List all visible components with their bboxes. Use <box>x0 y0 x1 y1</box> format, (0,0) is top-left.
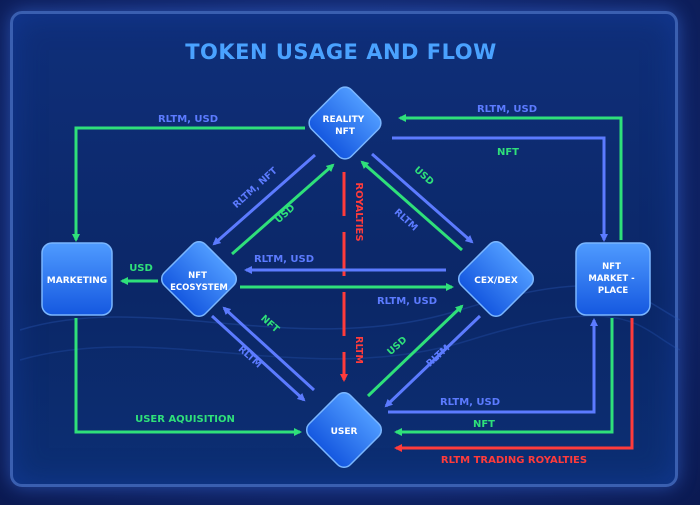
flow-label-royalties: ROYALTIES <box>353 182 364 241</box>
arrow-reality-to-marketplace <box>392 136 608 242</box>
arrow-ecosystem-to-reality <box>231 163 335 256</box>
node-marketing: MARKETING <box>41 242 113 316</box>
arrow-user-to-cex <box>366 304 464 398</box>
arrow-ecosystem-to-user <box>210 314 306 402</box>
node-label: REALITY NFT <box>323 115 368 137</box>
flow-label-rltm-nft: RLTM, NFT <box>231 165 280 211</box>
arrow-reality-to-marketing <box>72 126 305 242</box>
arrow-user-to-marketplace <box>388 318 598 414</box>
node-label: NFT ECOSYSTEM <box>170 271 228 293</box>
flow-label-top-left: RLTM, USD <box>158 114 218 125</box>
node-label: USER <box>331 427 358 437</box>
arrow-cex-to-user <box>384 314 482 408</box>
flow-label-trading-royalties: RLTM TRADING ROYALTIES <box>441 455 587 466</box>
arrow-reality-to-cex <box>371 152 474 244</box>
arrow-user-to-ecosystem <box>222 306 316 392</box>
node-label: MARKETING <box>47 276 107 286</box>
arrow-trading-royalties <box>394 318 634 452</box>
arrow-cex-to-reality <box>360 160 463 252</box>
flow-label-usd-right-upper: USD <box>412 165 436 188</box>
arrow-marketing-to-user <box>74 318 302 436</box>
arrow-marketplace-to-reality <box>398 114 623 240</box>
node-label: NFT MARKET - PLACE <box>588 262 637 296</box>
flow-label-rltm-lower-left: RLTM <box>236 344 264 371</box>
flow-label-usd-marketing: USD <box>129 263 153 274</box>
node-nft-marketplace: NFT MARKET - PLACE <box>575 242 651 316</box>
node-label: CEX/DEX <box>474 276 518 286</box>
flow-label-nft-lower-left: NFT <box>258 313 281 336</box>
flow-label-rltm-usd-mid-top: RLTM, USD <box>254 254 314 265</box>
node-reality-nft: REALITY NFT <box>308 86 382 160</box>
flow-label-rltm-vertical: RLTM <box>353 336 364 364</box>
arrow-marketplace-to-user <box>394 318 614 436</box>
flow-label-usd-left: USD <box>273 202 297 225</box>
flow-label-top-right: RLTM, USD <box>477 104 537 115</box>
node-user: USER <box>305 391 383 469</box>
flow-label-rltm-usd-mid-bottom: RLTM, USD <box>377 296 437 307</box>
flow-label-bottom-rltm-usd: RLTM, USD <box>440 397 500 408</box>
flow-label-bottom-nft: NFT <box>473 419 495 430</box>
arrow-reality-to-ecosystem <box>212 153 316 246</box>
background-wave <box>19 315 681 361</box>
node-nft-ecosystem: NFT ECOSYSTEM <box>160 240 238 318</box>
flow-label-top-right-nft: NFT <box>497 147 519 158</box>
node-cex-dex: CEX/DEX <box>457 240 535 318</box>
diagram-title: TOKEN USAGE AND FLOW <box>185 40 497 64</box>
flow-label-user-aquisition: USER AQUISITION <box>135 414 235 425</box>
flow-label-rltm-lower-right: RLTM <box>424 343 452 370</box>
